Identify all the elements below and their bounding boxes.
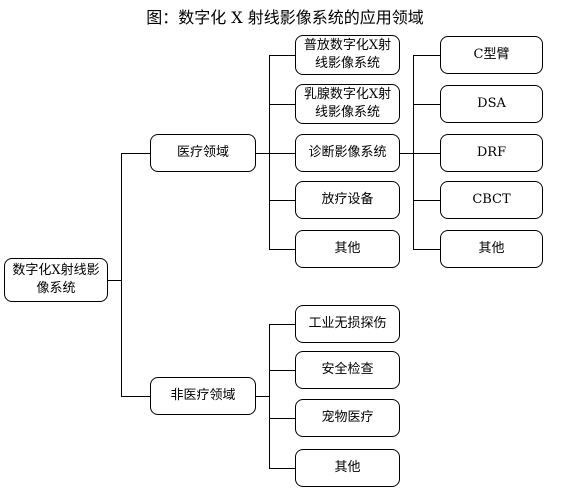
- connector: [269, 153, 295, 154]
- root-node-line2: 像系统: [36, 281, 76, 296]
- general-dr-line1: 普放数字化X射: [303, 38, 392, 53]
- security-inspection-node: 安全检查: [295, 351, 400, 389]
- diagnostic-other-node: 其他: [440, 230, 543, 268]
- diagram-title: 图：数字化 X 射线影像系统的应用领域: [146, 8, 424, 27]
- mammography-dr-line2: 线影像系统: [314, 105, 380, 120]
- connector: [121, 153, 150, 154]
- connector: [269, 200, 295, 201]
- connector: [413, 104, 440, 105]
- medical-field-node: 医疗领域: [150, 134, 256, 172]
- connector: [269, 55, 295, 56]
- general-dr-line2: 线影像系统: [314, 56, 380, 71]
- pet-medical-node: 宠物医疗: [295, 399, 400, 437]
- connector: [413, 153, 440, 154]
- connector: [269, 324, 270, 468]
- industrial-ndt-node: 工业无损探伤: [295, 305, 400, 343]
- diagnostic-imaging-node: 诊断影像系统: [295, 134, 400, 172]
- connector: [121, 153, 122, 396]
- connector: [413, 200, 440, 201]
- connector: [400, 153, 414, 154]
- connector: [256, 153, 270, 154]
- connector: [269, 324, 295, 325]
- root-node-line1: 数字化X射线影: [12, 263, 100, 278]
- non-medical-field-node: 非医疗领域: [150, 377, 256, 415]
- root-node: 数字化X射线影 像系统: [4, 258, 108, 302]
- general-dr-node: 普放数字化X射 线影像系统: [295, 35, 400, 75]
- connector: [108, 280, 122, 281]
- connector: [269, 55, 270, 249]
- connector: [269, 104, 295, 105]
- connector: [269, 418, 295, 419]
- connector: [256, 396, 270, 397]
- mammography-dr-line1: 乳腺数字化X射: [303, 87, 392, 102]
- connector: [269, 370, 295, 371]
- connector: [413, 55, 440, 56]
- connector: [121, 396, 150, 397]
- c-arm-node: C型臂: [440, 36, 543, 74]
- mammography-dr-node: 乳腺数字化X射 线影像系统: [295, 84, 400, 124]
- cbct-node: CBCT: [440, 181, 543, 219]
- connector: [269, 249, 295, 250]
- medical-other-node: 其他: [295, 230, 400, 268]
- connector: [413, 249, 440, 250]
- dsa-node: DSA: [440, 85, 543, 123]
- connector: [269, 468, 295, 469]
- drf-node: DRF: [440, 134, 543, 172]
- connector: [413, 55, 414, 249]
- radiotherapy-node: 放疗设备: [295, 181, 400, 219]
- non-medical-other-node: 其他: [295, 449, 400, 487]
